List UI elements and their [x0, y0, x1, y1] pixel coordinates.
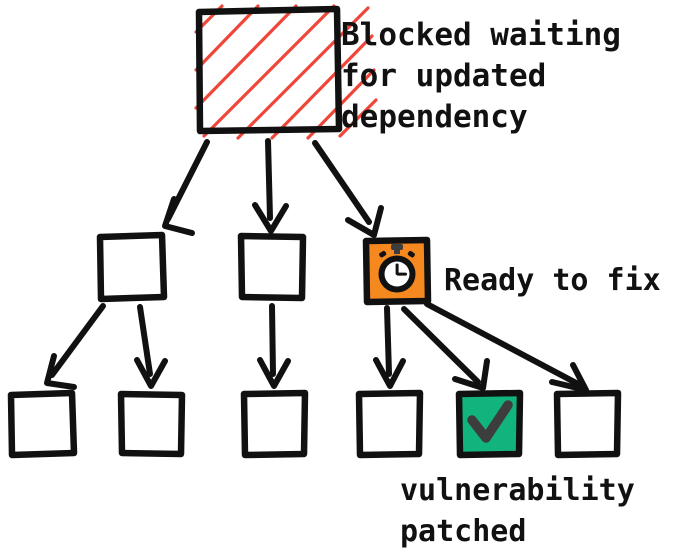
ready-node-outline	[362, 236, 432, 306]
edge-ready-to-patched	[401, 306, 490, 391]
level2-node-b-outline	[117, 390, 186, 458]
level2-node-c[interactable]	[240, 389, 309, 459]
root-node-outline	[195, 5, 343, 135]
level1-node-b[interactable]	[237, 232, 307, 302]
level1-node-b-outline	[237, 232, 307, 302]
edge-root-to-ready	[312, 140, 384, 238]
level2-node-c-outline	[240, 389, 309, 459]
patched-label: vulnerability patched	[400, 473, 700, 549]
vulnerability-patched-node[interactable]	[455, 389, 524, 459]
edge-root-to-level1-b	[252, 138, 289, 234]
level2-node-a[interactable]	[7, 389, 78, 459]
edge-ready-to-level2-f	[424, 301, 589, 393]
edge-level1-b-to-level2-c	[257, 303, 291, 389]
blocked-label: Blocked waiting for updated dependency	[341, 17, 700, 135]
level2-node-d[interactable]	[355, 389, 424, 459]
level2-node-d-outline	[355, 389, 424, 459]
edge-root-to-level1-a	[162, 139, 210, 236]
patched-node-outline	[455, 389, 524, 459]
blocked-root-node[interactable]	[194, 4, 378, 140]
level2-node-a-outline	[7, 389, 78, 459]
ready-to-fix-node[interactable]	[362, 236, 432, 306]
level1-node-a[interactable]	[96, 231, 168, 303]
edge-ready-to-level2-d	[373, 305, 406, 389]
level1-node-a-outline	[96, 231, 168, 303]
edge-level1-a-to-level2-a	[44, 303, 106, 390]
check-icon	[467, 400, 513, 443]
level2-node-f[interactable]	[553, 389, 622, 459]
stopwatch-icon	[378, 244, 416, 293]
level2-node-b[interactable]	[117, 390, 186, 458]
level2-node-f-outline	[553, 389, 622, 459]
edge-level1-a-to-level2-b	[134, 304, 168, 389]
ready-label: Ready to fix	[444, 263, 700, 298]
